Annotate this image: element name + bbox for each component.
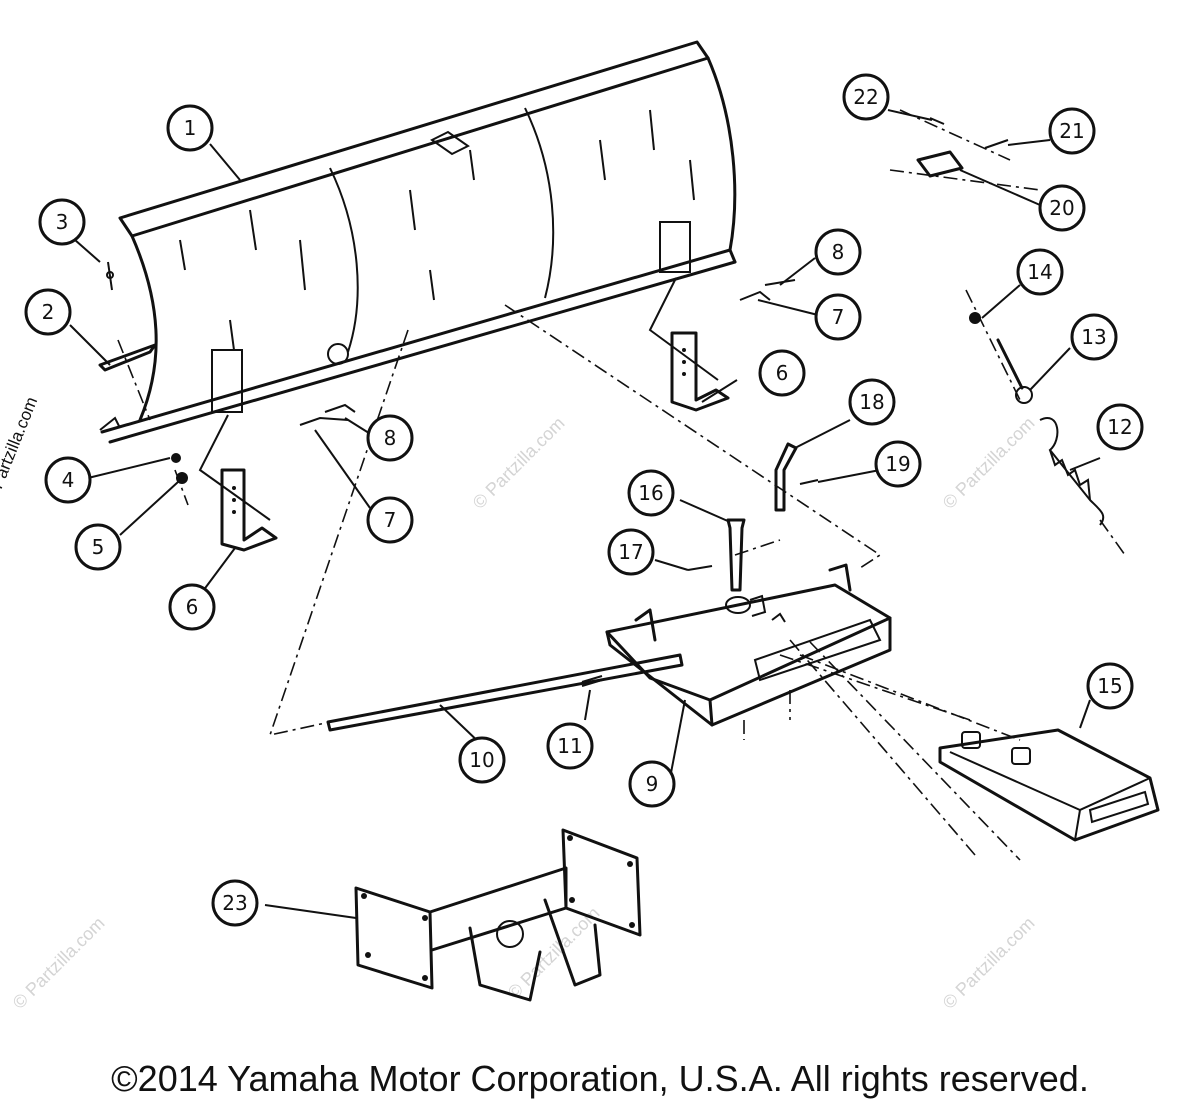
callout-5: 5 — [74, 523, 122, 571]
callout-19: 19 — [874, 440, 922, 488]
callout-22: 22 — [842, 73, 890, 121]
callout-circle — [366, 414, 414, 462]
callout-number: 20 — [1049, 196, 1074, 220]
hitch-23 — [354, 828, 642, 1002]
callout-circle — [546, 722, 594, 770]
callout-1: 1 — [166, 104, 214, 152]
callout-number: 12 — [1107, 415, 1132, 439]
callout-20: 20 — [1038, 184, 1086, 232]
callout-18: 18 — [848, 378, 896, 426]
callout-circle — [458, 736, 506, 784]
callout-circle — [814, 228, 862, 276]
callout-14: 14 — [1016, 248, 1064, 296]
callout-circle — [814, 293, 862, 341]
watermark: © Partzilla.com — [504, 903, 604, 1003]
callout-number: 1 — [184, 116, 197, 140]
mount-frame — [326, 442, 892, 732]
callout-number: 14 — [1027, 260, 1052, 284]
callout-circle — [168, 583, 216, 631]
leader-lines — [69, 109, 1101, 919]
callout-circle — [1086, 662, 1134, 710]
callout-6a: 6 — [168, 583, 216, 631]
callout-number: 5 — [92, 535, 105, 559]
callout-circle — [38, 198, 86, 246]
watermark: © Partzilla.com — [939, 413, 1039, 513]
assembly-lines — [117, 109, 1126, 861]
watermark: © Partzilla.com — [9, 913, 109, 1013]
callout-17: 17 — [607, 528, 655, 576]
callout-circle — [1096, 403, 1144, 451]
callout-number: 13 — [1081, 325, 1106, 349]
watermark: © Partzilla.com — [469, 413, 569, 513]
bracket-15 — [938, 728, 1160, 842]
callout-13: 13 — [1070, 313, 1118, 361]
callout-12: 12 — [1096, 403, 1144, 451]
callout-circle — [1070, 313, 1118, 361]
clip-assembly — [916, 117, 1009, 178]
callout-number: 11 — [557, 734, 582, 758]
callout-circle — [1038, 184, 1086, 232]
callout-number: 2 — [42, 300, 55, 324]
callout-9: 9 — [628, 760, 676, 808]
callout-number: 7 — [832, 305, 845, 329]
callout-circle — [366, 496, 414, 544]
callout-4: 4 — [44, 456, 92, 504]
copyright-notice: ©2014 Yamaha Motor Corporation, U.S.A. A… — [111, 1058, 1089, 1099]
callout-6b: 6 — [758, 349, 806, 397]
callout-11: 11 — [546, 722, 594, 770]
callout-10: 10 — [458, 736, 506, 784]
callout-number: 6 — [186, 595, 199, 619]
callout-circle — [758, 349, 806, 397]
callout-8b: 8 — [814, 228, 862, 276]
callout-circle — [627, 469, 675, 517]
callout-number: 7 — [384, 508, 397, 532]
callout-8a: 8 — [366, 414, 414, 462]
callout-circle — [211, 879, 259, 927]
callout-number: 10 — [469, 748, 494, 772]
spring-assembly — [996, 338, 1105, 526]
callout-number: 3 — [56, 210, 69, 234]
callout-23: 23 — [211, 879, 259, 927]
callout-circle — [74, 523, 122, 571]
callout-circle — [44, 456, 92, 504]
callout-7a: 7 — [366, 496, 414, 544]
callout-circle — [607, 528, 655, 576]
callout-number: 19 — [885, 452, 910, 476]
callout-15: 15 — [1086, 662, 1134, 710]
callout-21: 21 — [1048, 107, 1096, 155]
callout-circle — [1048, 107, 1096, 155]
plow-blade — [98, 40, 737, 444]
callout-number: 8 — [384, 426, 397, 450]
callout-number: 4 — [62, 468, 75, 492]
callout-2: 2 — [24, 288, 72, 336]
callout-circle — [848, 378, 896, 426]
watermark: © Partzilla.com — [939, 913, 1039, 1013]
callout-number: 17 — [618, 540, 643, 564]
callout-circle — [842, 73, 890, 121]
callout-number: 9 — [646, 772, 659, 796]
callout-16: 16 — [627, 469, 675, 517]
callout-circle — [628, 760, 676, 808]
callout-7b: 7 — [814, 293, 862, 341]
callout-circle — [874, 440, 922, 488]
callout-number: 6 — [776, 361, 789, 385]
callout-circle — [166, 104, 214, 152]
callout-number: 22 — [853, 85, 878, 109]
callout-number: 8 — [832, 240, 845, 264]
callout-number: 16 — [638, 481, 663, 505]
callout-circle — [24, 288, 72, 336]
callout-3: 3 — [38, 198, 86, 246]
callout-number: 21 — [1059, 119, 1084, 143]
callout-number: 18 — [859, 390, 884, 414]
callout-number: 15 — [1097, 674, 1122, 698]
callout-number: 23 — [222, 891, 247, 915]
callout-circle — [1016, 248, 1064, 296]
